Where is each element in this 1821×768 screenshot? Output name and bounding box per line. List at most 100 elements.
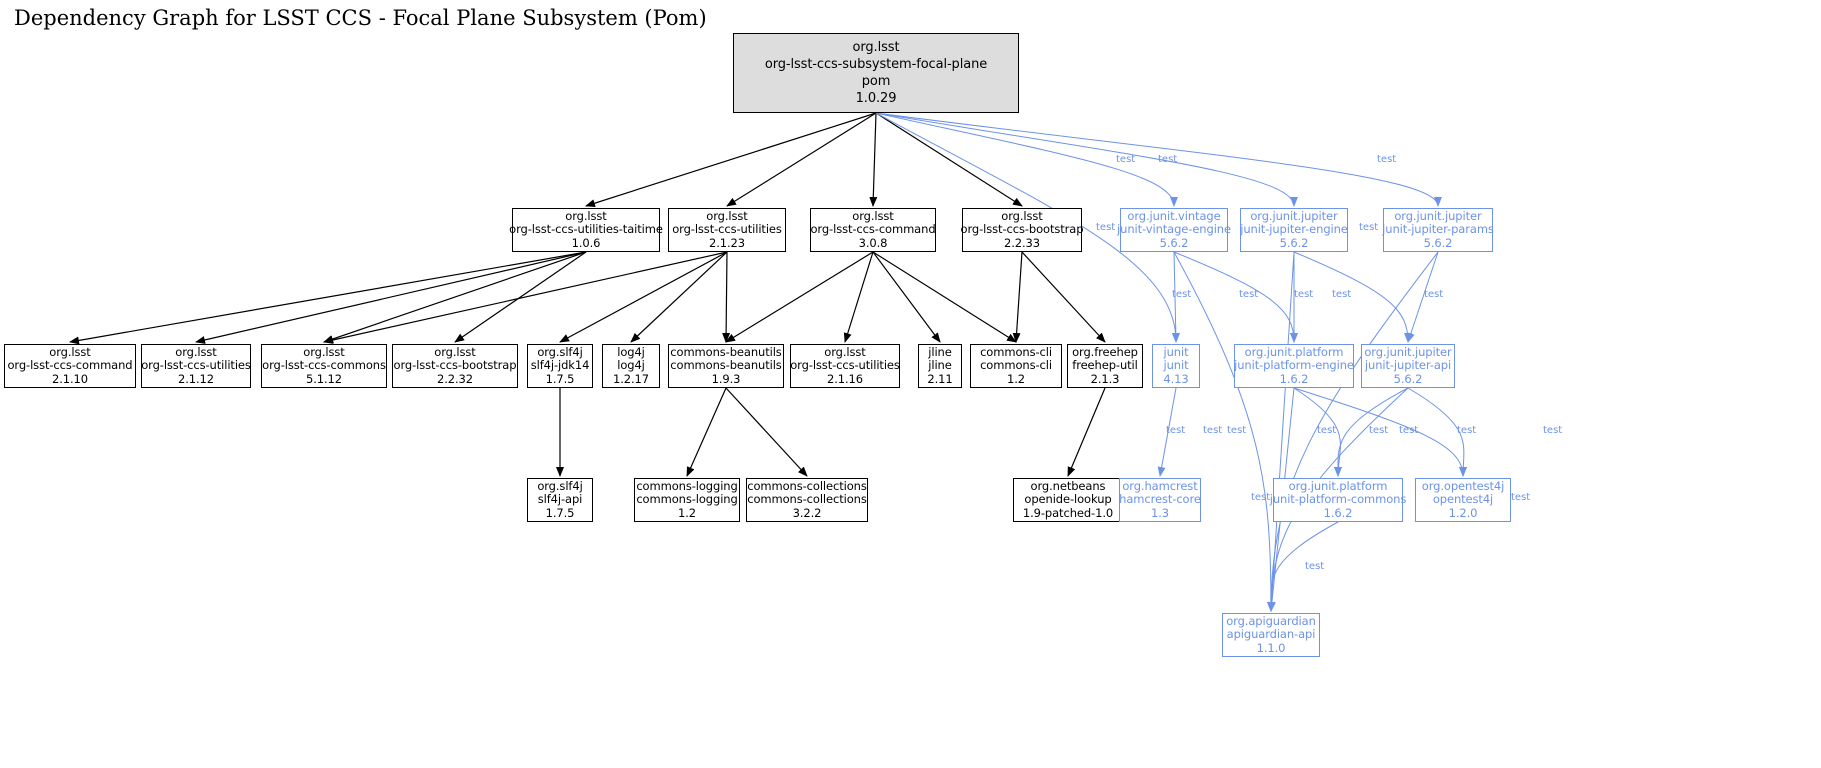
node-group: org.freehep [1072, 344, 1138, 359]
node-group: org.lsst [706, 208, 748, 223]
node-group: org.slf4j [537, 478, 583, 493]
node-artifact: org-lsst-ccs-bootstrap [393, 358, 517, 373]
node-group: org.lsst [175, 344, 217, 359]
node-version: 1.9-patched-1.0 [1022, 505, 1114, 520]
edge-label-test: test [1369, 425, 1389, 436]
edge-label-test: test [1511, 492, 1531, 503]
node-version: 1.3 [1151, 505, 1169, 520]
node-version: 2.1.12 [178, 371, 214, 386]
node-artifact: junit-platform-commons [1269, 492, 1407, 507]
node-group: org.apiguardian [1226, 613, 1316, 628]
node-artifact: org-lsst-ccs-subsystem-focal-plane [764, 57, 988, 72]
node-artifact: org-lsst-ccs-bootstrap [960, 222, 1084, 237]
node-artifact: openide-lookup [1024, 492, 1112, 507]
edge-platform-commons-to-apiguardian-api [1266, 521, 1339, 612]
node-group: org.netbeans [1030, 478, 1106, 493]
node-version: 2.1.23 [709, 235, 745, 250]
edge-command-to-commons-cli [872, 251, 1017, 343]
node-artifact: opentest4j [1432, 492, 1494, 507]
edge-root-to-junit [875, 112, 1180, 343]
node-artifact: junit [1163, 358, 1189, 373]
node-version: 2.2.33 [1004, 235, 1040, 250]
edge-freehep-util-to-openide-lookup [1067, 387, 1106, 477]
node-group: commons-logging [636, 478, 738, 493]
node-version: 3.2.2 [792, 505, 822, 520]
node-group: org.junit.jupiter [1250, 208, 1338, 223]
node-artifact: apiguardian-api [1226, 627, 1316, 642]
edge-jupiter-api-to-opentest4j [1407, 387, 1468, 477]
node-version: 1.7.5 [545, 505, 575, 520]
node-artifact: commons-collections [747, 492, 867, 507]
edge-commons-beanutils-to-commons-collections [725, 387, 808, 477]
edge-jupiter-params-to-apiguardian-api [1267, 251, 1439, 612]
node-artifact: log4j [617, 358, 645, 373]
node-group: org.junit.jupiter [1394, 208, 1482, 223]
node-artifact: junit-jupiter-params [1382, 222, 1494, 237]
edge-label-test: test [1399, 425, 1419, 436]
edge-label-test: test [1116, 154, 1136, 165]
node-artifact: org-lsst-ccs-command [810, 222, 936, 237]
node-version: 3.0.8 [858, 235, 888, 250]
node-artifact: org-lsst-ccs-utilities [141, 358, 251, 373]
node-group: org.junit.platform [1244, 344, 1344, 359]
node-group: org.junit.vintage [1127, 208, 1221, 223]
node-group: org.lsst [434, 344, 476, 359]
node-version: 5.1.12 [306, 371, 342, 386]
edge-label-test: test [1251, 492, 1271, 503]
edge-label-test: test [1543, 425, 1563, 436]
node-group: org.lsst [824, 344, 866, 359]
edge-label-test: test [1424, 289, 1444, 300]
node-group: jline [928, 344, 952, 359]
node-version: 1.2.17 [613, 371, 649, 386]
node-group: org.lsst [1001, 208, 1043, 223]
edge-label-test: test [1305, 561, 1325, 572]
edge-taitime-to-ccs-bootstrap-2232 [454, 251, 587, 343]
edge-label-test: test [1203, 425, 1223, 436]
edge-utilities-to-commons-beanutils [722, 251, 731, 343]
edge-platform-engine-to-platform-commons [1293, 387, 1343, 477]
edge-bootstrap-to-freehep-util [1021, 251, 1106, 343]
edge-junit-to-hamcrest-core [1157, 387, 1177, 477]
node-version: 5.6.2 [1159, 235, 1189, 250]
edge-utilities-to-slf4j-jdk14 [559, 251, 728, 343]
node-group: org.lsst [565, 208, 607, 223]
node-group: commons-cli [980, 344, 1052, 359]
edge-command-to-jline [872, 251, 941, 343]
node-version: 1.2 [678, 505, 696, 520]
node-artifact: org-lsst-ccs-utilities-taitime [509, 222, 663, 237]
edge-label-test: test [1359, 222, 1379, 233]
edge-label-test: test [1294, 289, 1314, 300]
